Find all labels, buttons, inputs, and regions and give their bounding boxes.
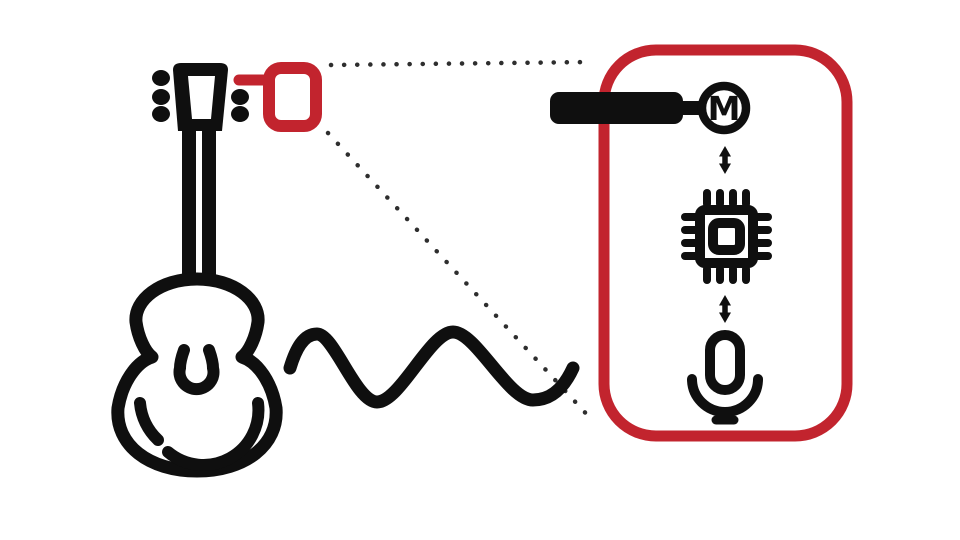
zoom-callout-lines [325,59,595,422]
guitar-body-arc-small [134,397,164,446]
microphone-icon [687,330,763,425]
callout-dotted-line-bottom [325,130,594,422]
sound-wave-squiggle [283,325,580,409]
motor-shaft-neck [676,101,702,115]
callout-dotted-line-top [328,59,595,68]
guitar-icon [111,63,283,478]
guitar-sound-hole [173,344,220,396]
guitar-headstock-window [188,76,215,119]
motor-shaft [550,92,683,124]
guitar-tuning-pegs [152,70,249,122]
up-down-arrow-icon-top [719,146,731,174]
guitar-body-arc-large [162,397,265,471]
chip-icon [681,189,772,284]
headstock-clip-marker [233,62,322,132]
clip-outline [263,62,322,132]
motor-label: M [708,89,741,128]
mic-capsule [705,330,745,395]
motor-icon: M [550,81,751,135]
device-detail-panel: M [550,44,853,442]
up-down-arrow-icon-bottom [719,295,731,323]
guitar-neck [182,127,216,278]
chip-pins [681,189,772,284]
guitar-body [111,272,283,478]
motor-body [697,81,751,135]
chip-core [708,218,745,255]
